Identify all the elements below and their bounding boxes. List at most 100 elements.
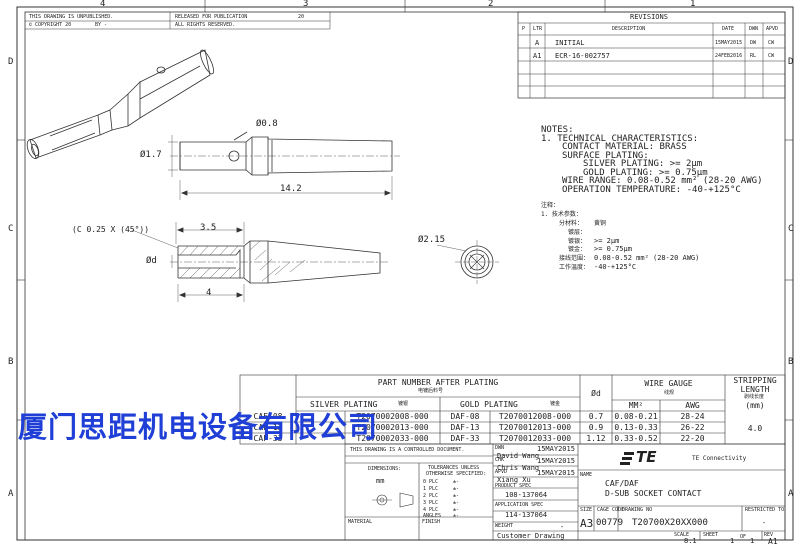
plc-label: 3 PLC	[423, 500, 439, 506]
cn-note-line: 镀金：	[568, 246, 587, 253]
sheet-total: 1	[750, 537, 755, 545]
cn-note-value: -40-+125°C	[594, 263, 637, 271]
dimensions-label: DIMENSIONS:	[368, 466, 402, 472]
plc-value: ±-	[453, 513, 460, 519]
mm2-value: 0.33-0.52	[614, 434, 658, 443]
cn-note-value: >= 0.75µm	[594, 245, 632, 253]
copyright-notice: © COPYRIGHT 20	[29, 22, 72, 28]
plc-value: ±-	[453, 493, 460, 499]
restricted-value: -	[762, 519, 767, 527]
rev-row-dwn: RL	[750, 53, 757, 59]
drawing-number: T20700X20XX000	[632, 518, 708, 528]
name-label: NAME	[580, 472, 593, 478]
controlled-document-notice: THIS DRAWING IS A CONTROLLED DOCUMENT.	[350, 447, 465, 453]
pn-table-title-cn: 电镀后料号	[418, 388, 444, 394]
product-spec-label: PRODUCT SPEC	[495, 483, 532, 489]
note-line: SILVER PLATING: >= 2µm	[583, 159, 703, 169]
sheet-of: OF	[740, 534, 747, 540]
gold-part-number: T2070012013-000	[498, 423, 572, 432]
plc-label: ANGLES	[423, 513, 442, 519]
scale-value: 8:1	[684, 537, 697, 545]
rev-row-apvd: CW	[768, 40, 775, 46]
wire-gauge-header: WIRE GAUGE	[644, 379, 693, 388]
drawn-by: David Wang	[497, 452, 540, 460]
plc-value: ±-	[453, 486, 460, 492]
finish-label: FINISH	[422, 519, 441, 525]
gold-part-number: T2070012008-000	[498, 412, 572, 421]
checked-by: Chris Wang	[497, 464, 540, 472]
gold-part-number: T2070012033-000	[498, 434, 572, 443]
gold-type: DAF-13	[450, 423, 480, 432]
restricted-label: RESTRICTED TO	[745, 507, 785, 513]
silver-type: CAF-33	[253, 434, 283, 443]
zone-label-right-c: C	[788, 224, 794, 234]
rev-row-dwn: DW	[750, 40, 757, 46]
zone-label-top-3: 3	[303, 0, 309, 9]
application-spec-value: 114-137064	[505, 511, 548, 519]
cn-note-line: 镀银：	[568, 238, 587, 245]
note-line: GOLD PLATING: >= 0.75µm	[583, 168, 708, 178]
sheet-size: A3	[580, 517, 594, 530]
mm2-value: 0.08-0.21	[614, 412, 658, 421]
checked-label: CHK	[495, 457, 505, 463]
strip-unit: (mm)	[745, 401, 765, 410]
awg-value: 22-20	[680, 434, 705, 443]
approved-date: 15MAY2015	[537, 469, 575, 477]
rev-header-ltr: LTR	[533, 26, 543, 32]
cage-code: 00779	[596, 518, 624, 528]
silver-type: CAF-13	[253, 423, 283, 432]
rev-header-dwn: DWN	[749, 26, 759, 32]
cn-note-line: 分材料：	[559, 220, 584, 227]
otherwise-label: OTHERWISE SPECIFIED:	[426, 471, 487, 477]
cn-note-value: 黄铜	[594, 220, 607, 227]
plc-value: ±-	[453, 507, 460, 513]
cn-note-line: 工作温度：	[559, 264, 590, 271]
dim-crimp-depth: 3.5	[200, 223, 217, 233]
approved-label: APVD	[495, 469, 508, 475]
rev-row-ltr: A1	[533, 52, 542, 60]
plc-label: 0 PLC	[423, 479, 439, 485]
stripping-header: STRIPPING	[733, 376, 777, 385]
cn-note-heading: 注释：	[541, 202, 560, 209]
weight-value: -	[560, 523, 565, 531]
dim-chamfer: (C 0.25 X (45°))	[72, 225, 150, 234]
tolerances-label: TOLERANCES UNLESS	[428, 465, 480, 471]
dimensions-unit: mm	[376, 477, 385, 485]
zone-label-right-a: A	[788, 489, 794, 499]
customer-drawing-label: Customer Drawing	[497, 532, 565, 540]
silver-header: SILVER PLATING	[310, 400, 378, 409]
scale-label: SCALE	[674, 532, 690, 538]
zone-label-top-2: 2	[488, 0, 494, 9]
awg-value: 28-24	[680, 412, 705, 421]
sheet-number: 1	[730, 537, 735, 545]
rev-header-description: DESCRIPTION	[612, 26, 646, 32]
weight-label: WEIGHT	[495, 523, 514, 529]
note-heading: NOTES:	[541, 125, 574, 135]
rev-header-p: P	[522, 26, 526, 32]
note-line: 1. TECHNICAL CHARACTERISTICS:	[541, 134, 699, 144]
dim-wire-bore: Ød	[146, 256, 157, 266]
wire-gauge-header-cn: 线规	[664, 390, 675, 396]
drawing-number-label: DRAWING NO	[622, 507, 653, 513]
rev-header-date: DATE	[722, 26, 735, 32]
revision-value: A1	[768, 537, 778, 546]
awg-header: AWG	[685, 401, 700, 410]
released-notice: RELEASED FOR PUBLICATION	[175, 14, 248, 20]
cn-note-line: 镀层：	[568, 229, 587, 236]
dim-hole-diameter: Ø0.8	[256, 119, 278, 129]
cn-note-value: >= 2µm	[594, 237, 620, 245]
length-header: LENGTH	[740, 385, 770, 394]
plc-label: 1 PLC	[423, 486, 439, 492]
gold-header-cn: 镀金	[550, 401, 561, 407]
diameter-value: 0.9	[588, 423, 604, 432]
plc-value: ±-	[453, 479, 460, 485]
strip-value: 4.0	[747, 424, 763, 433]
revisions-title: REVISIONS	[630, 13, 668, 21]
approved-by: Xiang Xu	[497, 476, 531, 484]
te-logo: TE	[636, 448, 657, 466]
cage-code-label: CAGE CODE	[597, 507, 625, 513]
mm2-header: MM²	[628, 401, 644, 410]
zone-label-left-c: C	[8, 224, 14, 234]
diameter-value: 1.12	[586, 434, 606, 443]
